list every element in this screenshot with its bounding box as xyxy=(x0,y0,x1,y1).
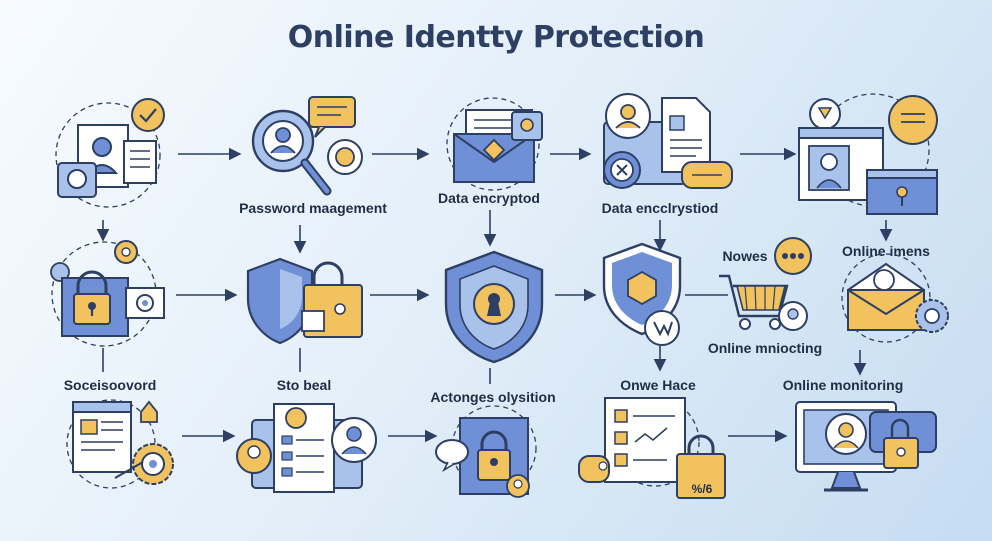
shopping-cart-icon xyxy=(719,237,812,331)
label-imens: Online imens xyxy=(842,243,930,259)
browser-profile-icon xyxy=(798,93,938,215)
resume-target-icon xyxy=(66,399,174,489)
profile-documents-node xyxy=(50,95,175,210)
chat-lock-icon xyxy=(435,405,537,498)
page-title: Online Identty Protection xyxy=(287,20,705,55)
profile-cards-icon xyxy=(236,403,377,493)
percent-badge: %/6 xyxy=(691,482,713,496)
label-password: Password maagement xyxy=(239,200,387,216)
label-nowes: Nowes xyxy=(722,248,768,264)
padlock-node xyxy=(46,238,176,348)
shield-box-node xyxy=(598,240,693,352)
shield-lock-node xyxy=(242,255,367,350)
checklist-lock-icon xyxy=(578,397,726,499)
padlock-gear-icon xyxy=(50,240,165,347)
big-shield-keyhole-icon xyxy=(444,250,544,364)
magnifier-node xyxy=(245,95,375,205)
profile-documents-icon xyxy=(55,98,165,208)
label-encrystiod: Data encclrystiod xyxy=(601,200,719,216)
big-shield-node xyxy=(440,248,550,366)
envelope-lock-icon xyxy=(446,97,543,191)
magnifier-user-icon xyxy=(251,96,363,196)
label-mniocting: Online mniocting xyxy=(707,340,823,356)
mail-gear-node xyxy=(826,252,956,352)
cart-node xyxy=(715,236,815,336)
monitor-lock-node xyxy=(788,398,948,498)
label-actonges: Actonges olysition xyxy=(430,389,556,405)
browser-profile-node xyxy=(795,92,945,222)
label-socei: Soceisoovord xyxy=(63,377,157,393)
envelope-node xyxy=(438,92,553,192)
shield-box-icon xyxy=(602,242,682,346)
checklist-lock-node xyxy=(575,394,726,502)
resume-target-node xyxy=(55,398,180,493)
document-chat-icon xyxy=(603,93,733,189)
chat-lock-node xyxy=(434,404,544,499)
label-monitoring: Online monitoring xyxy=(782,377,904,393)
shield-lock-icon xyxy=(246,257,363,345)
document-chat-node xyxy=(596,92,741,192)
mail-gear-icon xyxy=(841,253,949,343)
label-stobeal: Sto beal xyxy=(276,377,332,393)
label-onwe: Onwe Hace xyxy=(620,377,696,393)
profile-cards-node xyxy=(234,400,384,500)
label-encrypted: Data encryptod xyxy=(438,190,540,206)
monitor-lock-icon xyxy=(795,401,937,492)
